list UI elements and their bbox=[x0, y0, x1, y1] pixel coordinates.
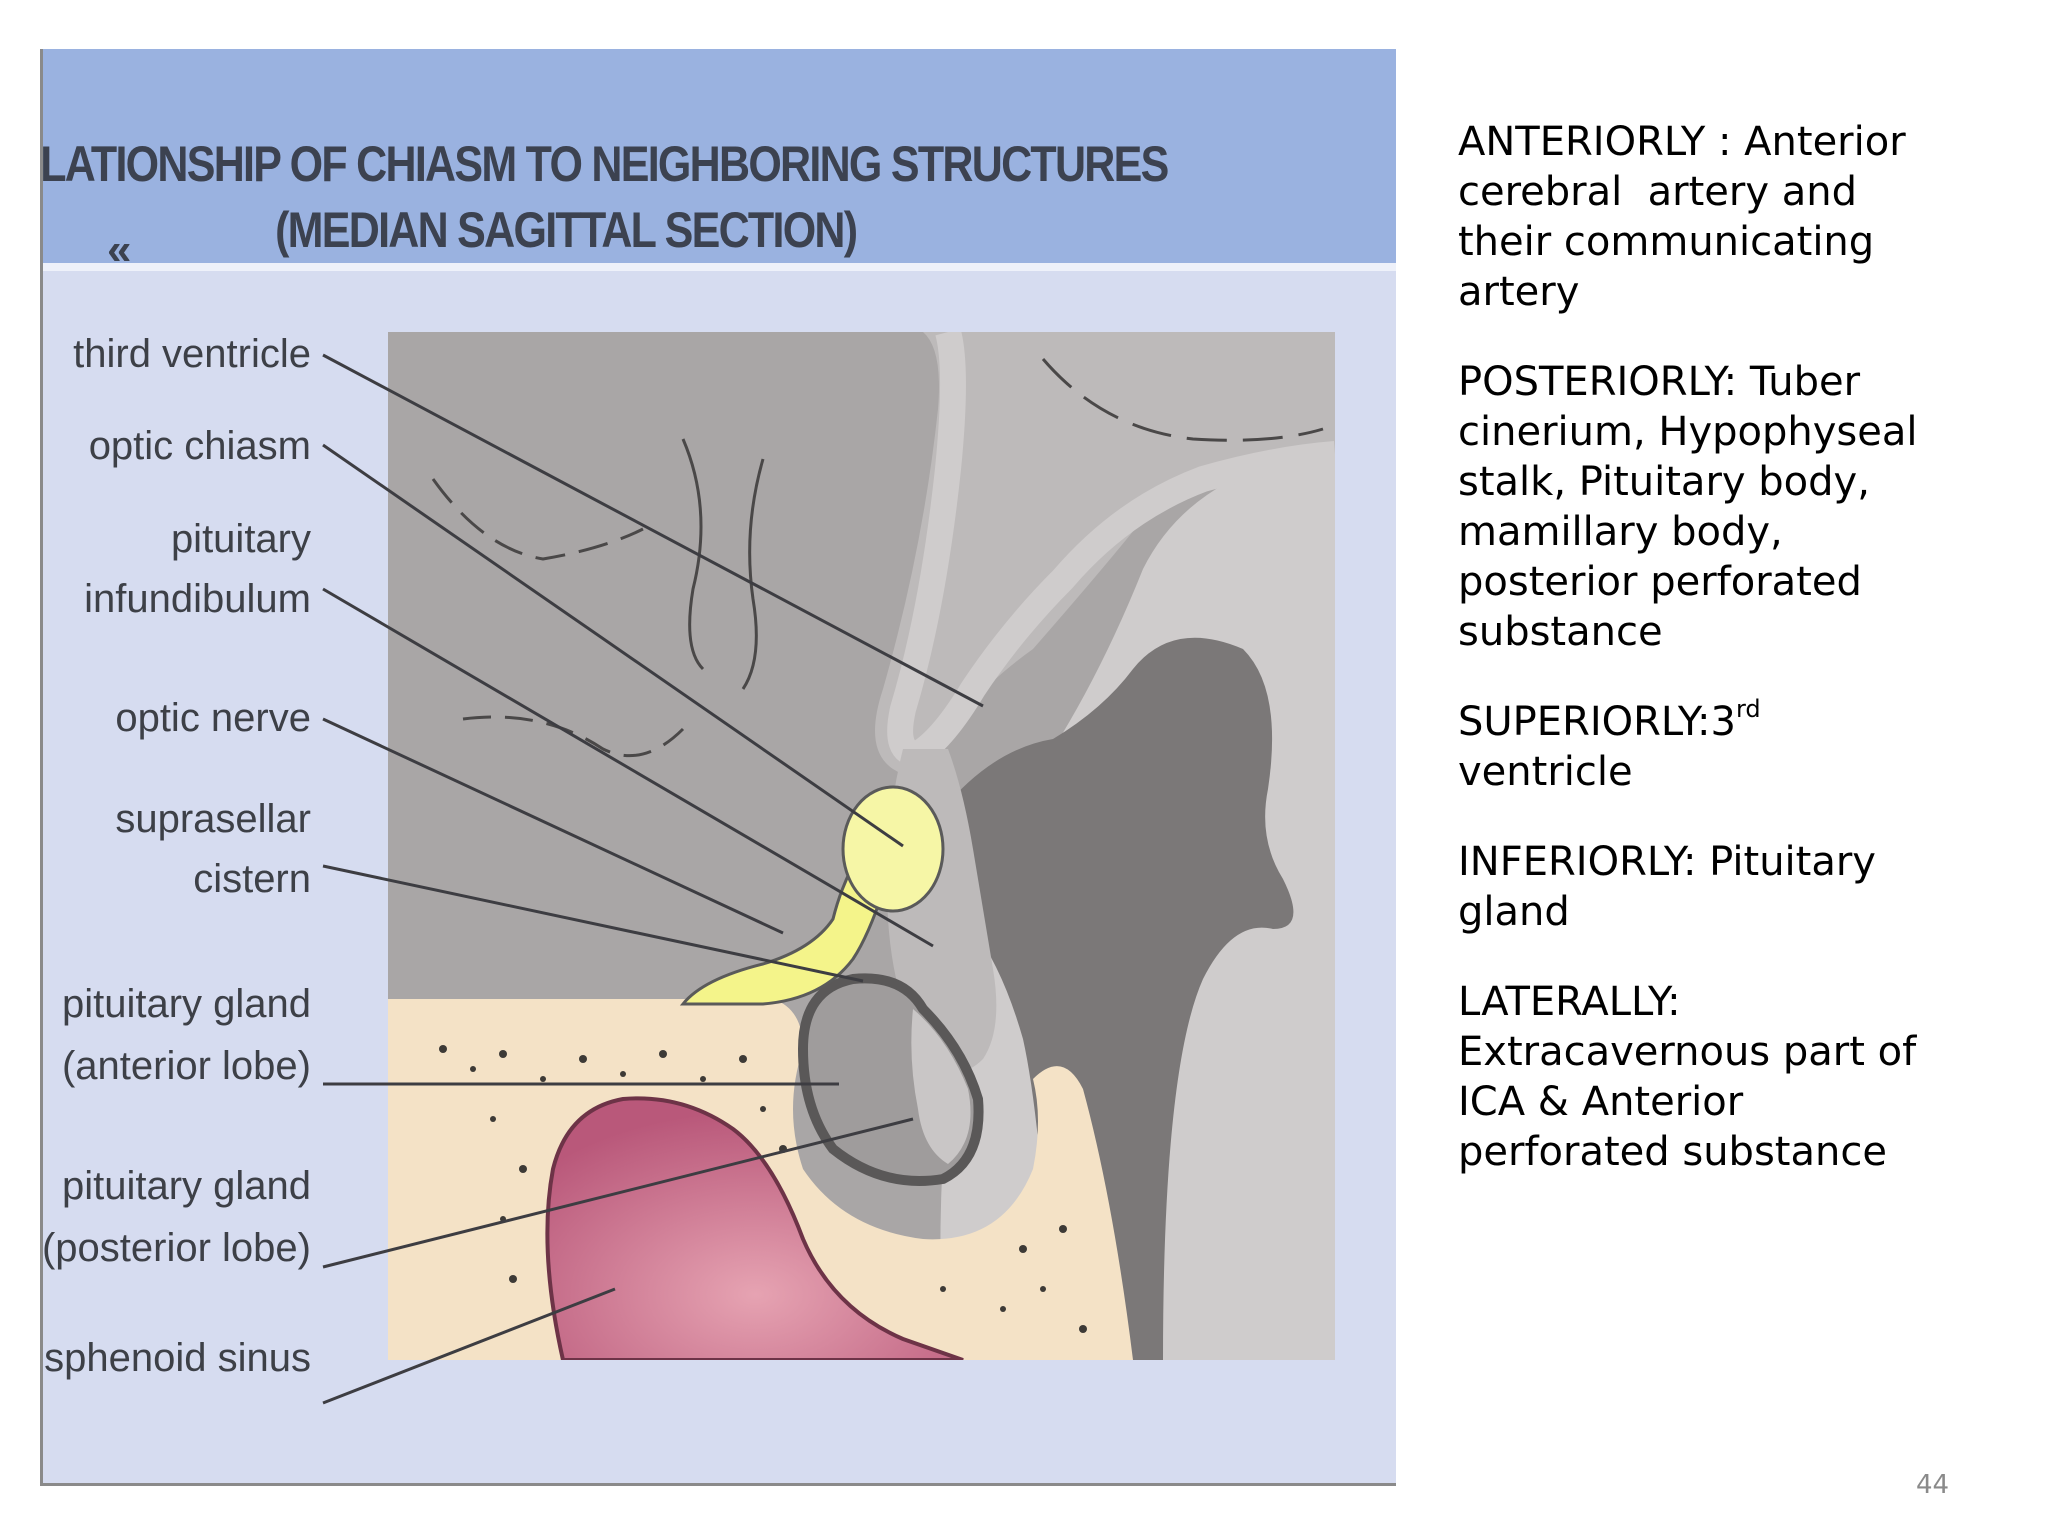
chevron-left-icon[interactable]: « bbox=[107, 225, 132, 274]
label-cistern: cistern bbox=[193, 857, 311, 901]
label-anterior-lobe: (anterior lobe) bbox=[62, 1044, 311, 1088]
note-anteriorly: ANTERIORLY : Anterior cerebral artery an… bbox=[1458, 119, 1919, 315]
relations-notes: ANTERIORLY : Anterior cerebral artery an… bbox=[1458, 117, 1958, 1217]
optic-chiasm bbox=[841, 785, 945, 913]
label-suprasellar: suprasellar bbox=[115, 797, 311, 841]
figure-title-line-2: (MEDIAN SAGITTAL SECTION) bbox=[275, 202, 858, 258]
dark-tissue bbox=[943, 637, 1294, 1360]
posterior-lobe bbox=[911, 1009, 971, 1164]
label-third-ventricle: third ventricle bbox=[73, 332, 311, 376]
label-optic-nerve: optic nerve bbox=[115, 696, 311, 740]
brain-sulci bbox=[431, 358, 1324, 758]
note-superiorly-sup: rd bbox=[1735, 695, 1761, 723]
label-pituitary-gland-posterior: pituitary gland bbox=[62, 1164, 311, 1208]
note-posteriorly: POSTERIORLY: Tuber cinerium, Hypophyseal… bbox=[1458, 359, 1931, 655]
note-superiorly-prefix: SUPERIORLY:3 bbox=[1458, 699, 1736, 745]
note-superiorly-suffix: ventricle bbox=[1458, 749, 1633, 795]
note-laterally: LATERALLY: Extracavernous part of ICA & … bbox=[1458, 979, 1929, 1175]
sagittal-section-diagram: third ventricle optic chiasm pituitary i… bbox=[43, 332, 1335, 1405]
diagram-labels: third ventricle optic chiasm pituitary i… bbox=[43, 332, 311, 1380]
anatomy-figure: RELATIONSHIP OF CHIASM TO NEIGHBORING ST… bbox=[40, 49, 1396, 1486]
note-inferiorly: INFERIORLY: Pituitary gland bbox=[1458, 839, 1889, 935]
label-pituitary: pituitary bbox=[171, 517, 311, 561]
label-pituitary-gland-anterior: pituitary gland bbox=[62, 982, 311, 1026]
figure-header: RELATIONSHIP OF CHIASM TO NEIGHBORING ST… bbox=[40, 49, 1396, 274]
label-infundibulum: infundibulum bbox=[84, 577, 311, 621]
note-superiorly: SUPERIORLY:3rd ventricle bbox=[1458, 697, 1958, 797]
label-optic-chiasm: optic chiasm bbox=[89, 424, 311, 468]
figure-title-line-1: RELATIONSHIP OF CHIASM TO NEIGHBORING ST… bbox=[40, 136, 1169, 192]
ventricle-channel bbox=[887, 332, 1335, 768]
sphenoid-sinus bbox=[545, 1096, 964, 1360]
slide-number: 44 bbox=[1916, 1470, 1950, 1500]
bone-speckles bbox=[439, 1045, 1087, 1333]
leader-lines bbox=[322, 353, 984, 1405]
label-posterior-lobe: (posterior lobe) bbox=[43, 1226, 311, 1270]
label-sphenoid-sinus: sphenoid sinus bbox=[44, 1336, 311, 1380]
